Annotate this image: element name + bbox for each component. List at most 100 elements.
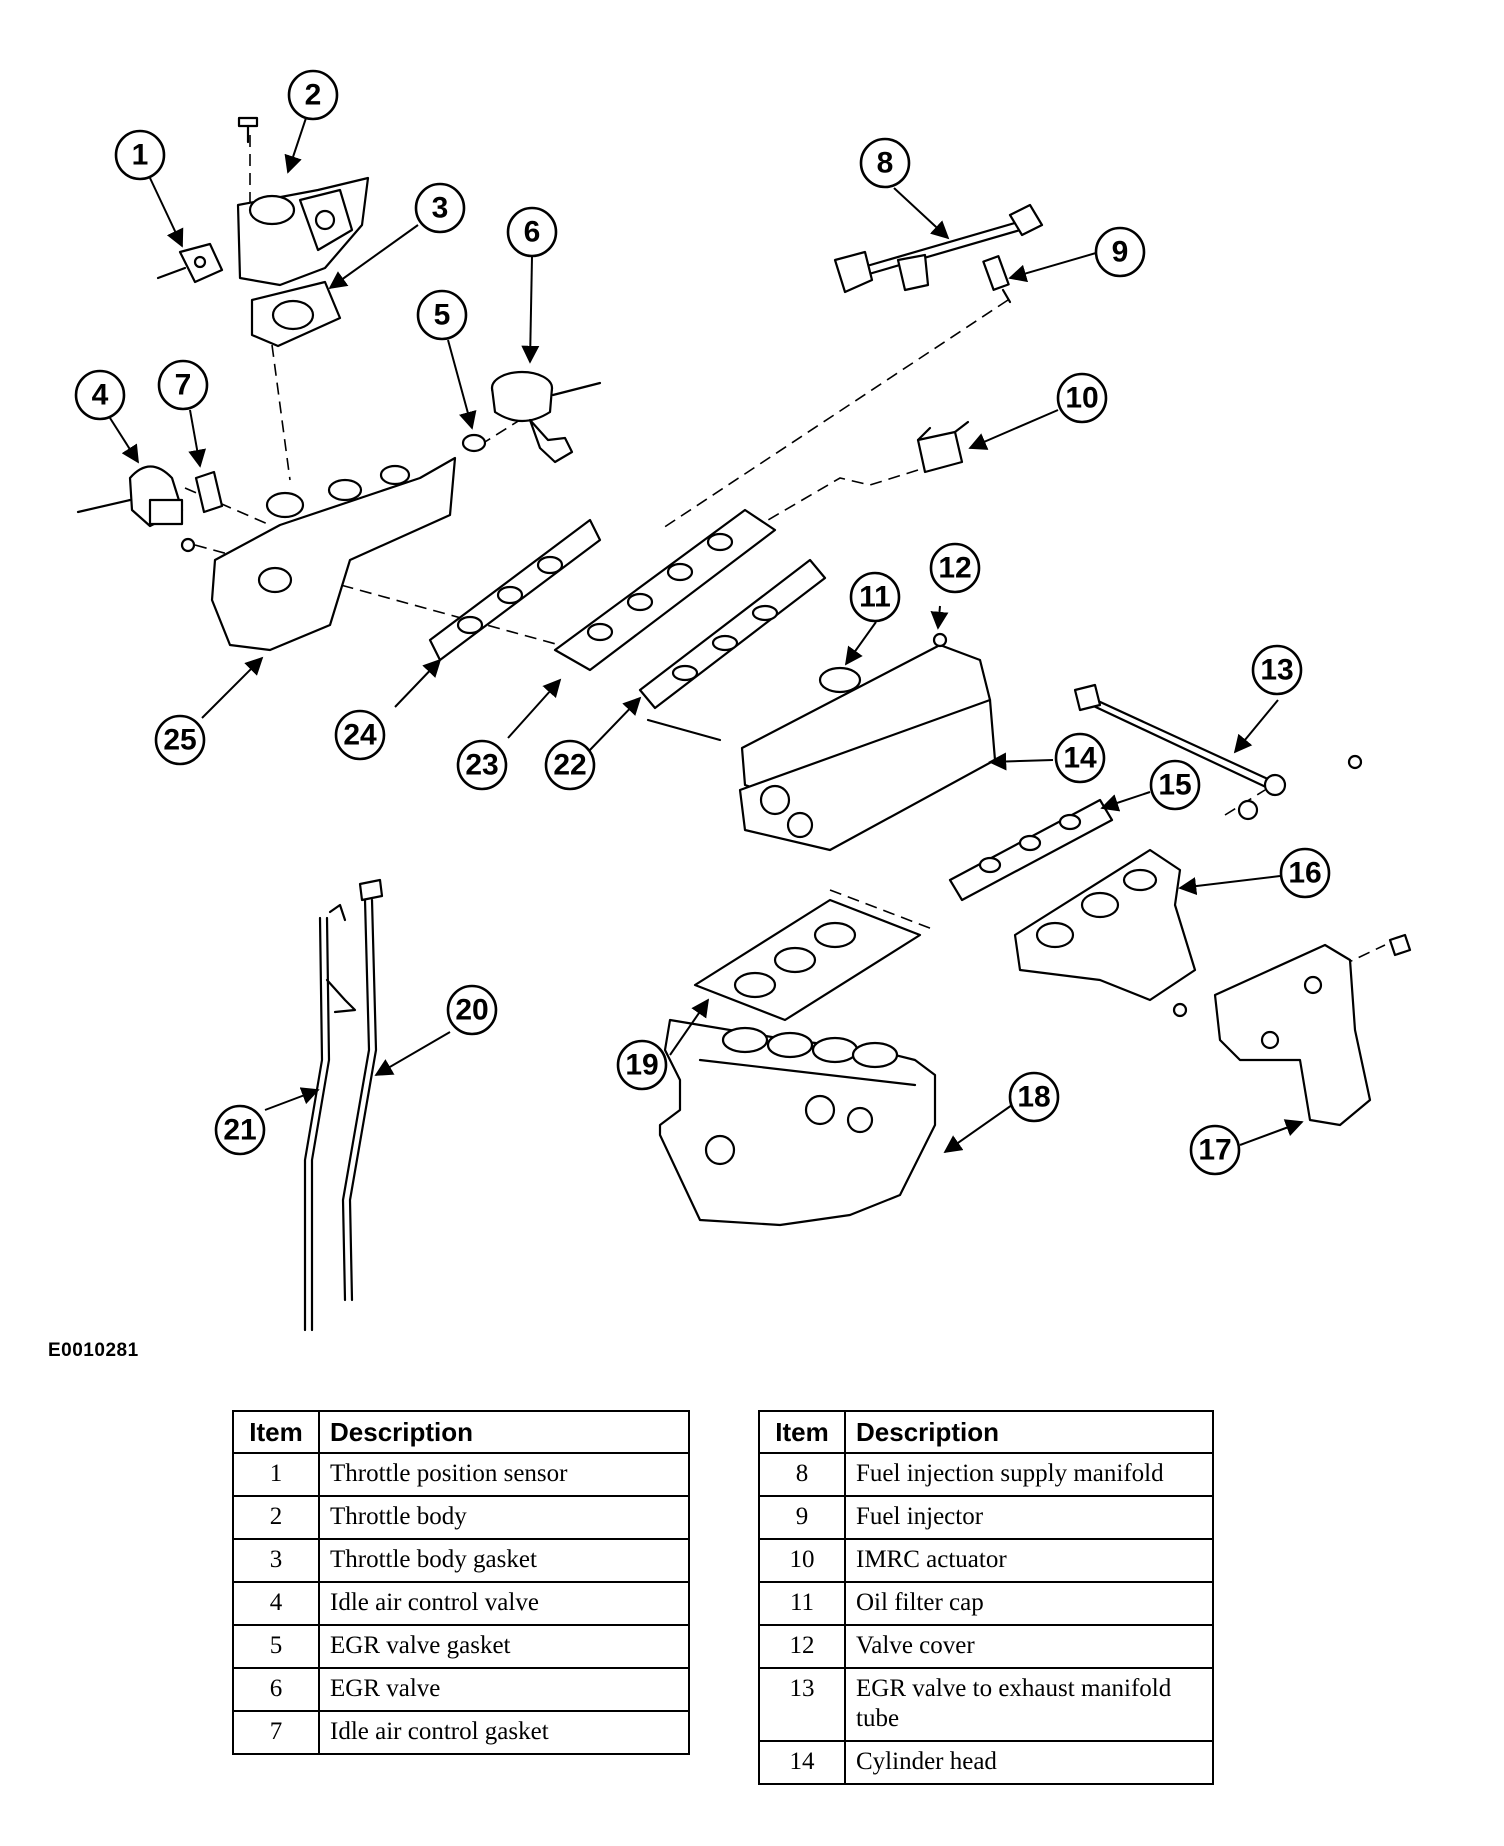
- column-header-item: Item: [232, 1410, 320, 1454]
- callout-13: 13: [1251, 644, 1303, 696]
- callout-19: 19: [616, 1039, 668, 1091]
- item-number: 3: [232, 1538, 320, 1583]
- item-number: 10: [758, 1538, 846, 1583]
- item-number: 14: [758, 1740, 846, 1785]
- dashed-line-iac: [184, 487, 271, 526]
- item-number: 12: [758, 1624, 846, 1669]
- callout-8: 8: [859, 137, 911, 189]
- dashed-line-injector: [659, 299, 1009, 531]
- svg-text:18: 18: [1017, 1081, 1050, 1114]
- leader-25: [201, 656, 264, 719]
- table-row: 12 Valve cover: [758, 1624, 1214, 1669]
- dashed-line-egr: [479, 419, 521, 446]
- egr-valve: [490, 370, 602, 464]
- leader-16: [1178, 875, 1281, 896]
- dashed-line-heatshield-bolt: [1289, 944, 1386, 991]
- svg-text:11: 11: [859, 581, 891, 614]
- leader-17: [1239, 1119, 1304, 1146]
- item-description: Throttle position sensor: [318, 1452, 690, 1497]
- intake-gasket: [638, 558, 827, 710]
- callout-15: 15: [1149, 759, 1201, 811]
- figure-id: E0010281: [48, 1340, 139, 1361]
- leader-6: [521, 256, 540, 364]
- svg-text:8: 8: [877, 147, 894, 180]
- svg-text:20: 20: [455, 994, 488, 1027]
- leader-21: [264, 1087, 320, 1111]
- svg-text:7: 7: [175, 369, 192, 402]
- item-number: 7: [232, 1710, 320, 1755]
- callout-17: 17: [1189, 1124, 1241, 1176]
- callout-12: 12: [929, 542, 981, 594]
- egr-valve-gasket: [461, 433, 487, 453]
- parts-table-left: Item Description 1 Throttle position sen…: [232, 1410, 690, 1755]
- svg-text:24: 24: [343, 719, 377, 752]
- dipstick: [341, 878, 384, 1302]
- cylinder-block: [658, 1018, 937, 1227]
- column-header-description: Description: [844, 1410, 1214, 1454]
- throttle-position-sensor: [156, 242, 224, 284]
- leader-3: [328, 224, 419, 290]
- callout-5: 5: [416, 289, 468, 341]
- table-row: 5 EGR valve gasket: [232, 1624, 690, 1669]
- dipstick-tube: [303, 903, 357, 1332]
- svg-text:6: 6: [524, 216, 541, 249]
- callout-25: 25: [154, 714, 206, 766]
- item-description: Fuel injector: [844, 1495, 1214, 1540]
- idle-air-control-valve: [76, 465, 184, 528]
- exhaust-heat-shield: [1213, 933, 1412, 1127]
- item-description: Idle air control gasket: [318, 1710, 690, 1755]
- callout-20: 20: [446, 984, 498, 1036]
- callout-circles: 1 2 3 4 5 6 7 8: [74, 69, 1331, 1176]
- dashed-line-imrc: [719, 469, 919, 549]
- item-number: 11: [758, 1581, 846, 1626]
- svg-text:5: 5: [434, 299, 451, 332]
- leader-20: [374, 1031, 451, 1076]
- leader-11: [844, 621, 877, 666]
- item-description: Idle air control valve: [318, 1581, 690, 1626]
- head-gasket: [693, 898, 922, 1022]
- svg-text:12: 12: [938, 552, 971, 585]
- item-number: 2: [232, 1495, 320, 1540]
- imrc-actuator: [916, 420, 970, 474]
- svg-text:13: 13: [1260, 654, 1293, 687]
- table-row: 8 Fuel injection supply manifold: [758, 1452, 1214, 1497]
- callout-1: 1: [114, 129, 166, 181]
- item-description: EGR valve gasket: [318, 1624, 690, 1669]
- svg-text:10: 10: [1065, 382, 1098, 415]
- leader-8: [893, 187, 950, 240]
- table-row: 1 Throttle position sensor: [232, 1452, 690, 1497]
- callout-4: 4: [74, 369, 126, 421]
- item-number: 9: [758, 1495, 846, 1540]
- leader-13: [1233, 699, 1279, 754]
- leader-18: [943, 1104, 1013, 1154]
- egr-tube: [1073, 683, 1363, 821]
- item-description: Throttle body gasket: [318, 1538, 690, 1583]
- leader-9: [1008, 252, 1097, 283]
- idle-air-control-gasket: [194, 470, 224, 514]
- callout-16: 16: [1279, 847, 1331, 899]
- callout-18: 18: [1008, 1071, 1060, 1123]
- callout-leader-lines: [109, 117, 1304, 1154]
- table-row: 11 Oil filter cap: [758, 1581, 1214, 1626]
- leader-1: [149, 177, 184, 248]
- dashed-line-throttle-to-manifold: [271, 344, 291, 481]
- item-description: IMRC actuator: [844, 1538, 1214, 1583]
- svg-text:21: 21: [223, 1114, 256, 1147]
- item-description: EGR valve to exhaust manifold tube: [844, 1667, 1214, 1742]
- callout-6: 6: [506, 206, 558, 258]
- item-description: Valve cover: [844, 1624, 1214, 1669]
- throttle-body-bolt: [237, 116, 259, 144]
- callout-2: 2: [287, 69, 339, 121]
- svg-text:23: 23: [465, 749, 498, 782]
- table-row: 14 Cylinder head: [758, 1740, 1214, 1785]
- leader-10: [968, 409, 1059, 450]
- exhaust-manifold: [1013, 848, 1197, 1018]
- fuel-injector: [982, 255, 1012, 304]
- callout-23: 23: [456, 739, 508, 791]
- table-row: 3 Throttle body gasket: [232, 1538, 690, 1583]
- table-row: 4 Idle air control valve: [232, 1581, 690, 1626]
- leader-23: [507, 678, 562, 739]
- leader-15: [1100, 791, 1151, 812]
- svg-text:9: 9: [1112, 236, 1129, 269]
- exploded-parts-diagram: 1 2 3 4 5 6 7 8: [74, 69, 1412, 1332]
